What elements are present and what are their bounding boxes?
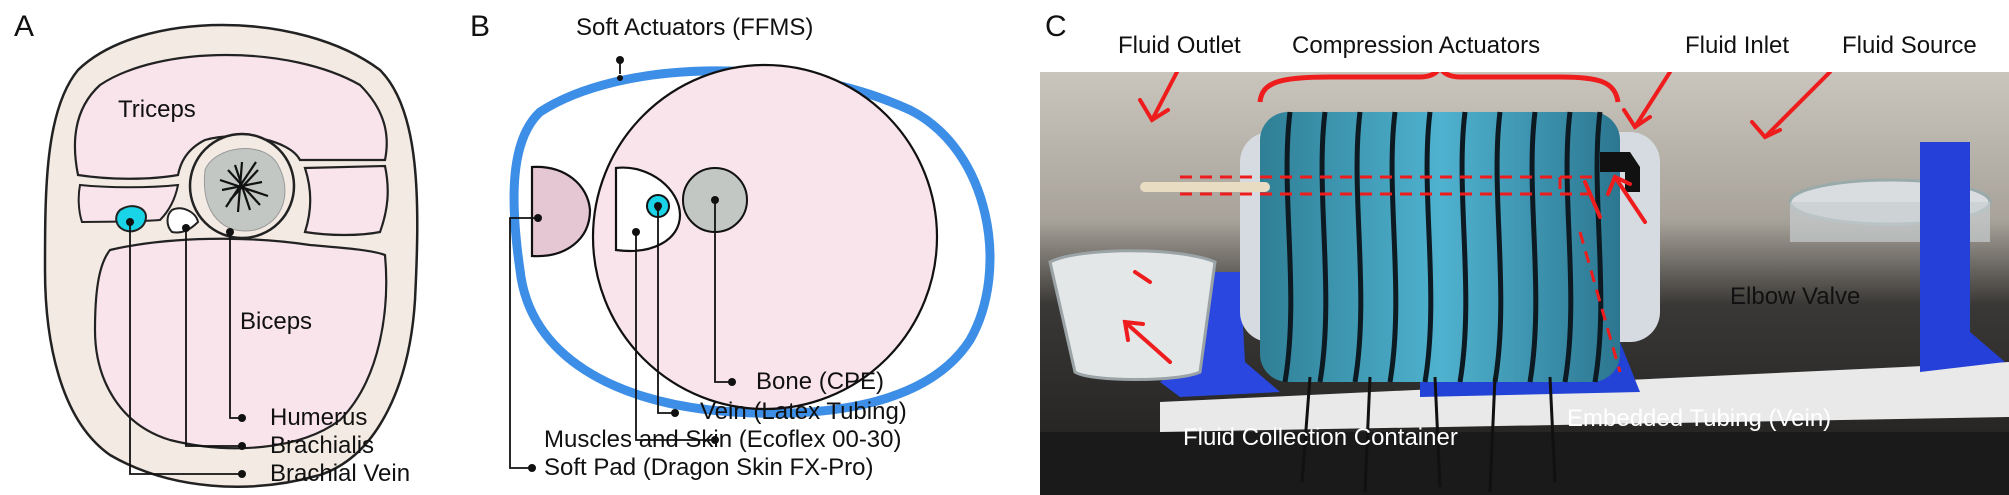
brachial-vein-leader: [129, 222, 242, 475]
fluid-inlet-label: Fluid Inlet: [1685, 32, 1790, 59]
humerus-label: Humerus: [270, 404, 368, 431]
elbow-valve-label: Elbow Valve: [1730, 283, 1861, 310]
fluid-outlet-label: Fluid Outlet: [1118, 32, 1241, 59]
panel-a-letter: A: [14, 10, 35, 43]
table-surface: [1160, 362, 2009, 432]
fluid-source-dish: [1788, 178, 1992, 226]
actuator-bracket: [1257, 72, 1621, 103]
brachialis-label: Brachialis: [270, 432, 375, 459]
photo-illustration: [1040, 72, 2009, 495]
soft-pad-shape: [530, 165, 592, 258]
collection-cup: [1048, 249, 1217, 381]
phantom-cross-section-diagram: [509, 56, 995, 472]
panel-b-letter: B: [470, 10, 491, 43]
compression-actuator-bands: [1260, 111, 1620, 493]
outlet-tube: [1140, 182, 1270, 192]
brachial-vein-label: Brachial Vein: [270, 460, 411, 487]
vein-leader: [657, 208, 675, 414]
bone-label: Bone (CPE): [756, 368, 885, 395]
lateral-muscle-upper: [303, 164, 389, 237]
soft-pad-label: Soft Pad (Dragon Skin FX-Pro): [544, 454, 874, 481]
source-dish-body: [1790, 202, 1990, 242]
embedded-tubing-path: [1180, 175, 1622, 373]
biceps-muscle: [93, 237, 388, 450]
soft-actuators-label: Soft Actuators (FFMS): [576, 14, 814, 41]
panel-c-letter: C: [1045, 10, 1067, 43]
compression-actuators-label: Compression Actuators: [1292, 32, 1541, 59]
embedded-tubing-label: Embedded Tubing (Vein): [1567, 405, 1832, 432]
muscle-skin-body: [591, 63, 939, 411]
brachialis-leader: [185, 228, 242, 447]
panel-b: B Soft Actuators (FFMS) Bone (CPE: [470, 0, 1030, 495]
photo-background: [1040, 72, 2009, 495]
bone-leader: [714, 200, 732, 383]
bone-marrow-texture: [219, 161, 269, 213]
pad-leader: [509, 217, 538, 469]
biceps-label: Biceps: [240, 308, 313, 335]
annotation-arrows: [1122, 72, 1832, 364]
blue-stand-right: [1920, 142, 2005, 372]
vein-label: Vein (Latex Tubing): [700, 398, 907, 425]
table-front: [1040, 432, 2009, 495]
panel-a: A: [0, 0, 470, 495]
triceps-label: Triceps: [118, 96, 196, 123]
blue-stand-middle: [1420, 292, 1640, 397]
muscles-skin-label: Muscles and Skin (Ecoflex 00-30): [544, 426, 902, 453]
fluid-source-label: Fluid Source: [1842, 32, 1977, 59]
muscle-leader: [635, 232, 715, 441]
medial-compartment: [77, 183, 180, 224]
arm-cross-section-diagram: [43, 23, 419, 488]
fluid-collection-label: Fluid Collection Container: [1183, 424, 1458, 451]
blue-stand-left: [1160, 272, 1280, 397]
phantom-cylinder: [1240, 132, 1660, 342]
experimental-setup-photo: [1040, 72, 2009, 495]
elbow-valve: [1600, 152, 1640, 192]
